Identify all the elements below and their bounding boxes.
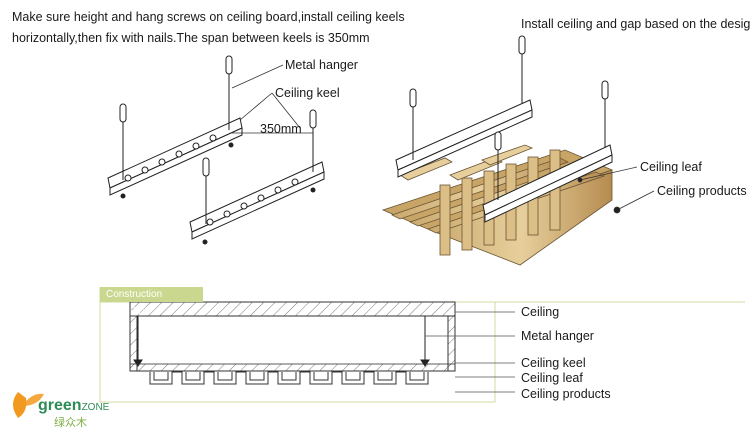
instruction-line-2: horizontally,then fix with nails.The spa… [12, 31, 370, 45]
right-callout-lines [577, 166, 655, 214]
ceiling-keel-upper [107, 117, 243, 196]
metal-hanger-1 [119, 103, 127, 199]
brand-name-main: green [38, 397, 82, 414]
construction-drawings-tab: Construction drawings [100, 287, 203, 315]
right-hangers [409, 35, 609, 200]
instruction-line-1: Make sure height and hang screws on ceil… [12, 10, 405, 24]
right-keel-upper [395, 99, 533, 178]
brand-name: greenZONE [38, 397, 109, 415]
brand-chinese: 绿众木 [54, 417, 87, 429]
construction-label-ceiling-keel: Ceiling keel [521, 356, 586, 370]
construction-label-ceiling-leaf: Ceiling leaf [521, 371, 583, 385]
construction-label-ceiling-products: Ceiling products [521, 387, 611, 401]
instruction-right: Install ceiling and gap based on the des… [521, 17, 750, 31]
construction-label-ceiling: Ceiling [521, 305, 560, 319]
label-ceiling-products: Ceiling products [657, 184, 747, 198]
construction-label-metal-hanger: Metal hanger [521, 329, 594, 343]
label-ceiling-leaf: Ceiling leaf [640, 160, 702, 174]
brand-name-suffix: ZONE [81, 402, 110, 413]
metal-hanger-3 [202, 157, 210, 245]
metal-hanger-4 [309, 109, 317, 193]
left-callout-lines [231, 64, 313, 134]
ceiling-keel-lower [189, 161, 325, 240]
right-keel-lower [482, 144, 613, 223]
ceiling-slab [129, 301, 456, 372]
construction-callouts [425, 311, 515, 393]
section-hangers [133, 316, 430, 367]
label-span: 350mm [260, 122, 302, 136]
label-ceiling-keel: Ceiling keel [275, 86, 340, 100]
section-products [149, 371, 429, 385]
label-metal-hanger: Metal hanger [285, 58, 358, 72]
metal-hanger-2 [225, 55, 234, 148]
brand-logo-icon [13, 392, 44, 418]
section-keel [129, 363, 456, 372]
